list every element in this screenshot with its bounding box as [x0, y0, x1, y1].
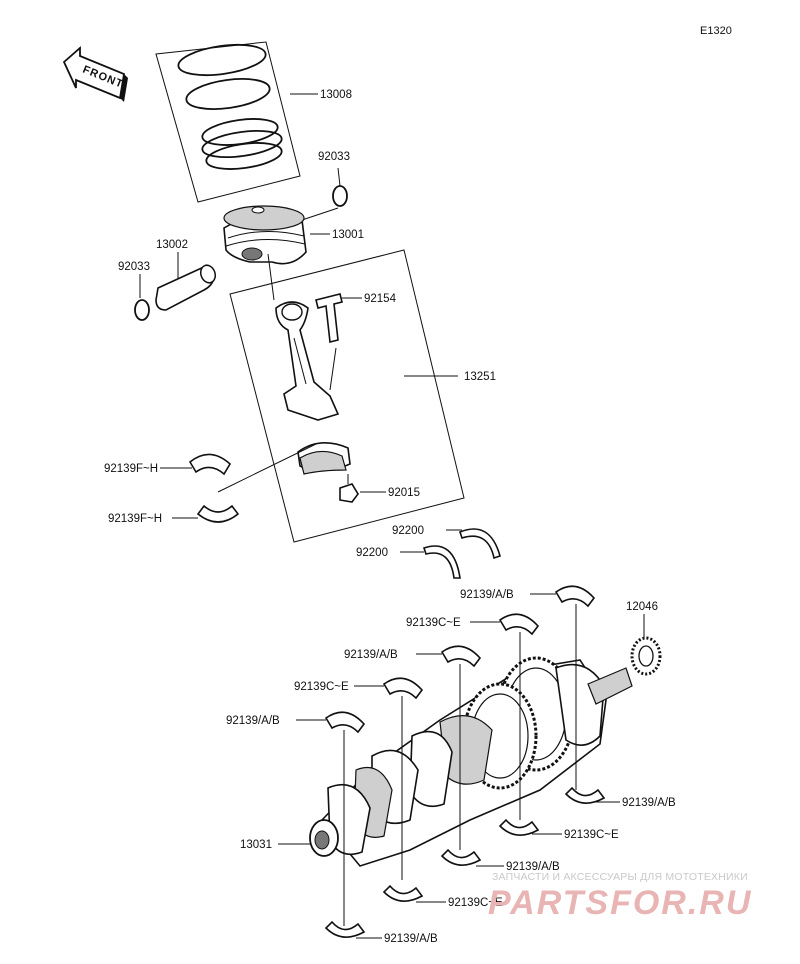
label-gear-bearing: 12046 [626, 601, 658, 613]
diagram-code: E1320 [700, 25, 732, 37]
piston-ring-mid [185, 78, 271, 110]
clip-lower: 92033 [118, 261, 150, 321]
label-main-right-2: 92139C~E [564, 829, 619, 841]
thrust-washer-2: 92200 [356, 545, 461, 579]
label-main-right-3: 92139/A/B [506, 861, 560, 873]
main-bearing-right-2: 92139C~E [498, 818, 619, 841]
main-bearing-left-2: 92139C~E [406, 613, 540, 820]
label-main-left-3: 92139/A/B [344, 649, 398, 661]
rod-bearing-1: 92139F~H [104, 453, 232, 476]
piston-pin: 13002 [155, 239, 217, 311]
label-main-left-4: 92139C~E [294, 681, 349, 693]
rod-bearing-2: 92139F~H [108, 504, 240, 525]
crankshaft: 13031 [240, 656, 633, 867]
label-piston: 13001 [332, 229, 364, 241]
label-crankshaft: 13031 [240, 839, 272, 851]
label-bolt: 92154 [364, 293, 397, 305]
label-thrust-1: 92200 [392, 525, 424, 537]
label-nut: 92015 [388, 487, 420, 499]
label-rod-bearing-1: 92139F~H [104, 463, 158, 475]
label-ring-set: 13008 [320, 89, 352, 101]
main-bearing-left-3: 92139/A/B [344, 645, 482, 850]
label-main-left-2: 92139C~E [406, 617, 461, 629]
thrust-washer-1: 92200 [392, 525, 501, 560]
main-bearing-left-1: 92139/A/B [460, 585, 596, 790]
label-thrust-2: 92200 [356, 547, 388, 559]
main-bearing-left-4: 92139C~E [294, 677, 424, 880]
main-bearing-right-5: 92139/A/B [324, 920, 438, 945]
gear-bearing: 12046 [626, 601, 662, 676]
piston-ring-oil-3 [205, 142, 283, 170]
label-main-left-5: 92139/A/B [226, 715, 280, 727]
label-clip-upper: 92033 [318, 151, 350, 163]
piston: 13001 [223, 205, 364, 265]
main-bearing-left-5: 92139/A/B [226, 711, 366, 926]
watermark-logo: PARTSFOR.RU [488, 884, 752, 922]
piston-ring-top [177, 43, 267, 77]
front-arrow-icon: FRONT [62, 46, 128, 102]
label-rod-bearing-2: 92139F~H [108, 513, 162, 525]
label-main-left-1: 92139/A/B [460, 589, 514, 601]
main-bearing-right-4: 92139C~E [382, 884, 503, 909]
clip-upper: 92033 [295, 151, 350, 223]
main-bearing-right-1: 92139/A/B [564, 786, 676, 809]
label-main-right-4: 92139C~E [448, 897, 503, 909]
label-main-right-1: 92139/A/B [622, 797, 676, 809]
piston-ring-oil-2 [201, 129, 283, 159]
conrod-group: 13251 92154 92015 [229, 249, 496, 543]
ring-set-group: 13008 [155, 41, 352, 203]
label-clip-lower: 92033 [118, 261, 150, 273]
watermark-tagline: ЗАПЧАСТИ И АКСЕССУАРЫ ДЛЯ МОТОТЕХНИКИ [492, 871, 748, 883]
label-main-right-5: 92139/A/B [384, 933, 438, 945]
label-pin: 13002 [156, 239, 188, 251]
label-conrod: 13251 [464, 371, 496, 383]
main-bearing-right-3: 92139/A/B [440, 848, 560, 873]
